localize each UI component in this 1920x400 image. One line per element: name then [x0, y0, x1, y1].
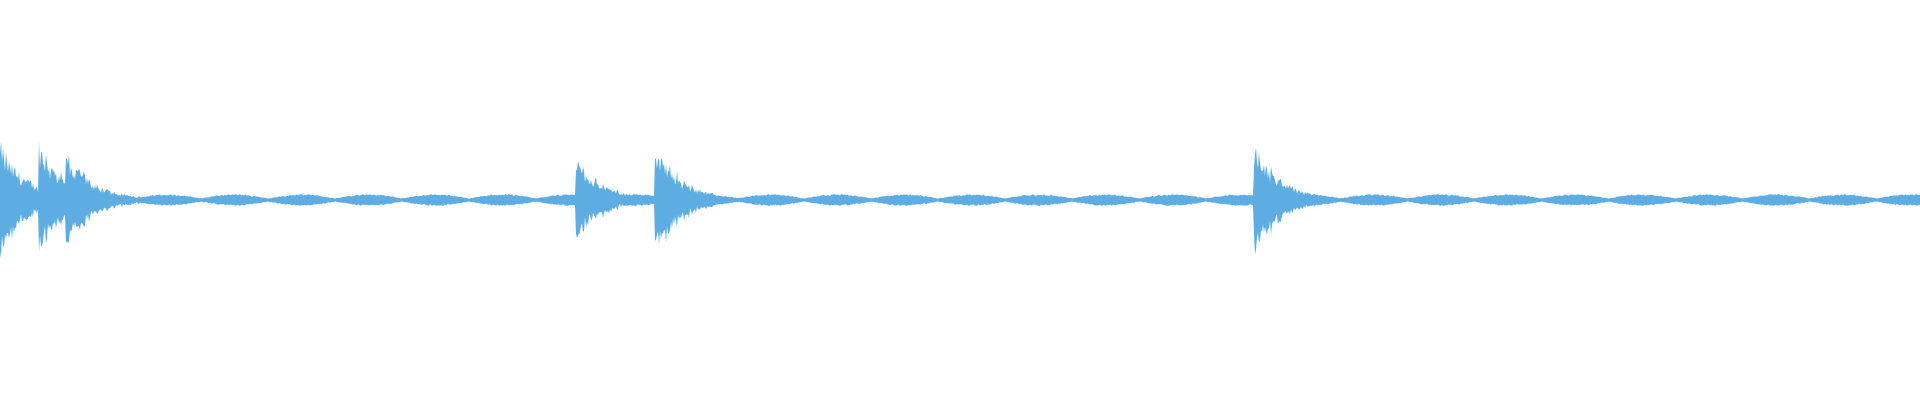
waveform-shape	[0, 140, 1920, 259]
